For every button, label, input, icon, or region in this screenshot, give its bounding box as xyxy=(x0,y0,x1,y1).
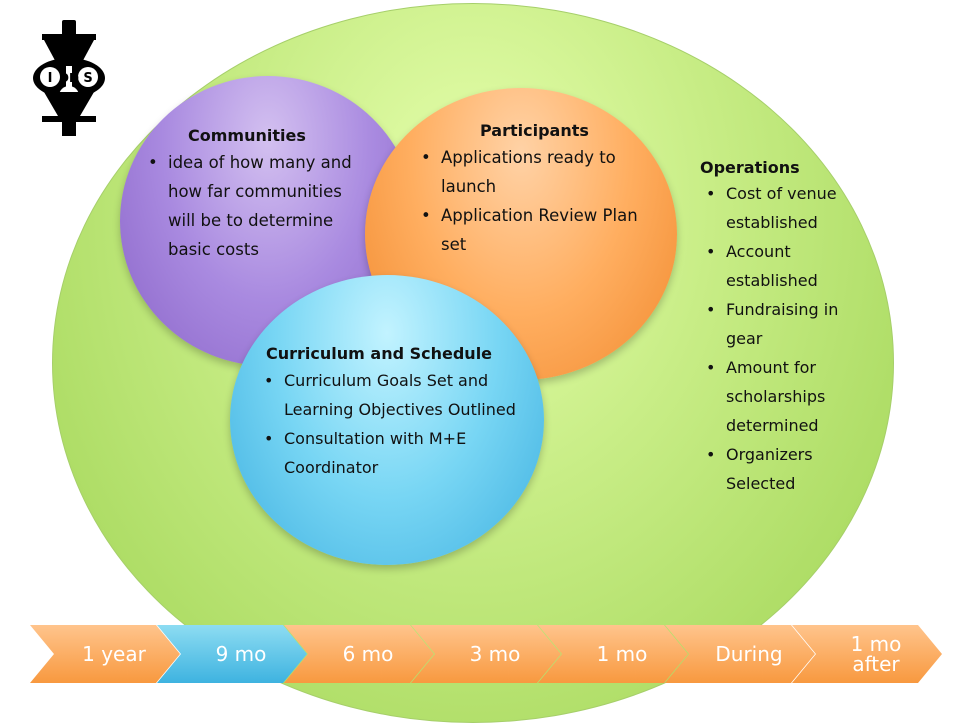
communities-title: Communities xyxy=(188,126,306,145)
svg-text:S: S xyxy=(83,71,92,86)
svg-text:DD: DD xyxy=(59,71,79,85)
operations-title: Operations xyxy=(700,158,800,177)
participants-title: Participants xyxy=(480,121,589,140)
communities-block: Communities idea of how many and how far… xyxy=(140,126,372,264)
participants-list: Applications ready to launch Application… xyxy=(413,143,663,259)
operations-list: Cost of venue established Account establ… xyxy=(698,179,858,498)
idds-logo-icon: I DD S xyxy=(33,20,105,136)
list-item: Account established xyxy=(698,237,858,295)
timeline-step-during[interactable]: During xyxy=(665,625,815,683)
list-item: idea of how many and how far communities… xyxy=(140,148,372,264)
list-item: Fundraising in gear xyxy=(698,295,858,353)
list-item: Applications ready to launch xyxy=(413,143,663,201)
timeline-step-label: 1 year xyxy=(82,642,146,666)
list-item: Consultation with M+E Coordinator xyxy=(256,424,546,482)
timeline-step-1-mo[interactable]: 1 mo xyxy=(538,625,688,683)
list-item: Amount for scholarships determined xyxy=(698,353,858,440)
timeline-step-label: 9 mo xyxy=(215,642,267,666)
timeline-step-3-mo[interactable]: 3 mo xyxy=(411,625,561,683)
list-item: Application Review Plan set xyxy=(413,201,663,259)
timeline-step-1-mo-after[interactable]: 1 mo after xyxy=(792,625,942,683)
curriculum-title: Curriculum and Schedule xyxy=(266,344,493,363)
operations-block: Operations Cost of venue established Acc… xyxy=(698,157,858,498)
list-item: Organizers Selected xyxy=(698,440,858,498)
timeline-step-6-mo[interactable]: 6 mo xyxy=(284,625,434,683)
list-item: Curriculum Goals Set and Learning Object… xyxy=(256,366,546,424)
timeline-step-9-mo[interactable]: 9 mo xyxy=(157,625,307,683)
communities-list: idea of how many and how far communities… xyxy=(140,148,372,264)
timeline-step-label: During xyxy=(715,642,783,666)
curriculum-list: Curriculum Goals Set and Learning Object… xyxy=(256,366,546,482)
timeline-step-label: 1 mo after xyxy=(850,632,902,676)
timeline-step-label: 6 mo xyxy=(342,642,394,666)
timeline-step-label: 1 mo xyxy=(596,642,648,666)
curriculum-block: Curriculum and Schedule Curriculum Goals… xyxy=(256,344,546,482)
svg-text:I: I xyxy=(48,71,53,86)
list-item: Cost of venue established xyxy=(698,179,858,237)
timeline-step-1-year[interactable]: 1 year xyxy=(30,625,180,683)
timeline-step-label: 3 mo xyxy=(469,642,521,666)
participants-block: Participants Applications ready to launc… xyxy=(413,121,663,259)
